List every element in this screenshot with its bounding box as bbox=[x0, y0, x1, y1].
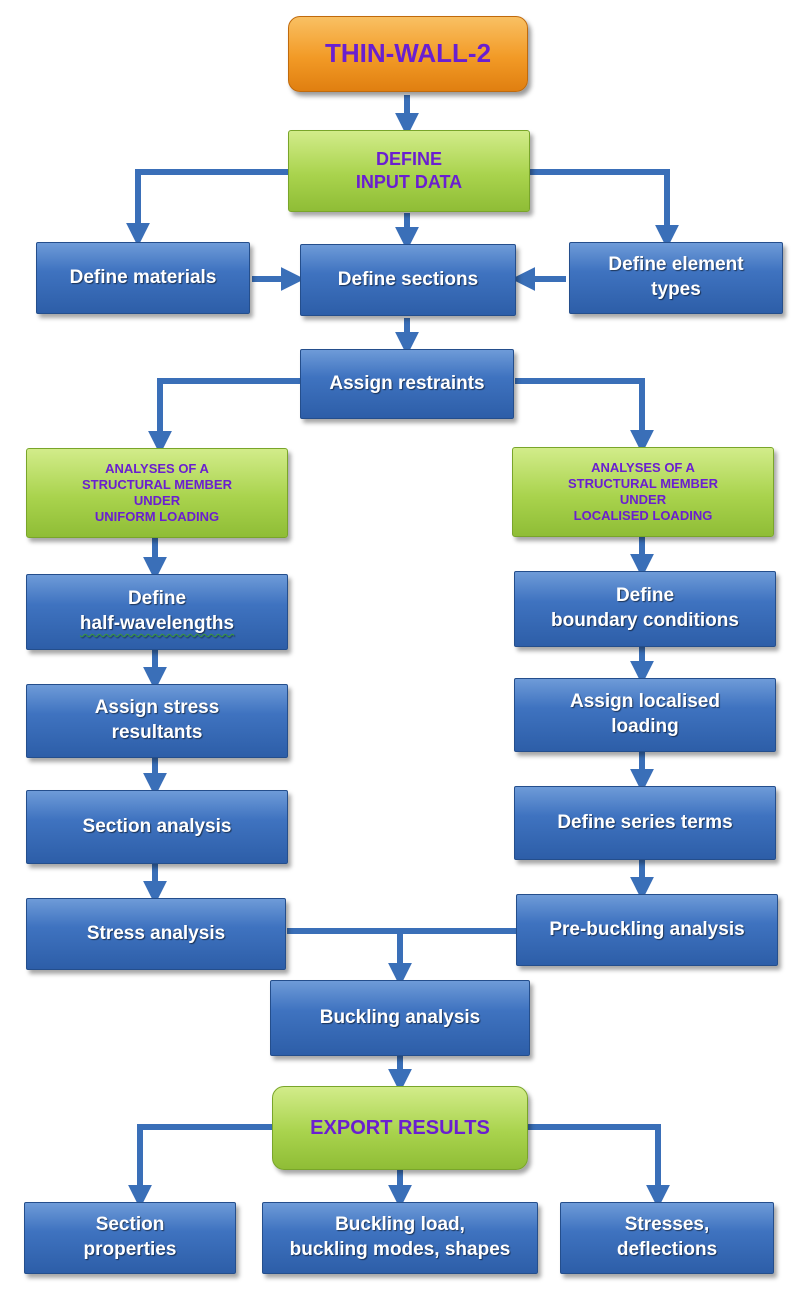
assign-stress-resultants-node: Assign stress resultants bbox=[26, 684, 288, 758]
define-element-types-node: Define element types bbox=[569, 242, 783, 314]
define-materials-node: Define materials bbox=[36, 242, 250, 314]
stress-res-line2: resultants bbox=[111, 722, 203, 743]
assign-localised-loading-node: Assign localised loading bbox=[514, 678, 776, 752]
localised-line1: ANALYSES OF A bbox=[591, 459, 695, 475]
title-node: THIN-WALL-2 bbox=[288, 16, 528, 92]
uniform-line1: ANALYSES OF A bbox=[105, 460, 209, 476]
assign-restraints-node: Assign restraints bbox=[300, 349, 514, 419]
stress-res-line1: Assign stress bbox=[94, 697, 220, 719]
export-label: EXPORT RESULTS bbox=[310, 1117, 490, 1139]
arrow-input-to-materials bbox=[126, 169, 288, 247]
loc-load-line1: Assign localised bbox=[570, 691, 720, 713]
section-properties-node: Section properties bbox=[24, 1202, 236, 1274]
restraints-label: Assign restraints bbox=[329, 372, 485, 394]
prebuckling-label: Pre-buckling analysis bbox=[549, 918, 745, 940]
arrow-restraints-to-localised bbox=[515, 378, 654, 454]
stresses-line2: deflections bbox=[616, 1239, 718, 1260]
define-sections-node: Define sections bbox=[300, 244, 516, 316]
series-terms-label: Define series terms bbox=[557, 811, 733, 833]
buckling-analysis-node: Buckling analysis bbox=[270, 980, 530, 1056]
arrow-export-to-section-props bbox=[128, 1124, 272, 1209]
arrow-export-to-stresses bbox=[528, 1124, 670, 1209]
pre-buckling-analysis-node: Pre-buckling analysis bbox=[516, 894, 778, 966]
uniform-line2: STRUCTURAL MEMBER bbox=[82, 476, 232, 492]
boundary-line1: Define bbox=[615, 585, 675, 607]
input-line2: INPUT DATA bbox=[355, 172, 463, 192]
define-boundary-conditions-node: Define boundary conditions bbox=[514, 571, 776, 647]
localised-line2: STRUCTURAL MEMBER bbox=[568, 475, 718, 491]
buck-load-line2: buckling modes, shapes bbox=[289, 1239, 511, 1260]
localised-line3: UNDER bbox=[619, 492, 667, 507]
stress-analysis-label: Stress analysis bbox=[86, 922, 226, 944]
buckling-label: Buckling analysis bbox=[319, 1006, 481, 1028]
uniform-loading-node: ANALYSES OF A STRUCTURAL MEMBER UNDER UN… bbox=[26, 448, 288, 538]
arrow-restraints-to-uniform bbox=[148, 378, 300, 455]
loc-load-line2: loading bbox=[611, 716, 679, 737]
buckling-load-node: Buckling load, buckling modes, shapes bbox=[262, 1202, 538, 1274]
title-label: THIN-WALL-2 bbox=[324, 38, 492, 69]
uniform-line4: UNIFORM LOADING bbox=[94, 509, 220, 525]
arrow-input-to-element-types bbox=[530, 169, 679, 249]
uniform-line3: UNDER bbox=[133, 493, 181, 508]
sec-props-line2: properties bbox=[83, 1239, 177, 1260]
stress-analysis-node: Stress analysis bbox=[26, 898, 286, 970]
input-line1: DEFINE bbox=[375, 148, 442, 169]
sec-props-line1: Section bbox=[95, 1214, 165, 1236]
element-types-line1: Define element bbox=[608, 254, 744, 276]
export-results-node: EXPORT RESULTS bbox=[272, 1086, 528, 1170]
define-series-terms-node: Define series terms bbox=[514, 786, 776, 860]
element-types-line2: types bbox=[651, 279, 701, 300]
materials-label: Define materials bbox=[69, 266, 217, 288]
define-input-node: DEFINE INPUT DATA bbox=[288, 130, 530, 212]
stresses-line1: Stresses, bbox=[624, 1214, 710, 1236]
localised-loading-node: ANALYSES OF A STRUCTURAL MEMBER UNDER LO… bbox=[512, 447, 774, 537]
half-line2: half-wavelengths bbox=[79, 613, 235, 634]
sections-label: Define sections bbox=[337, 268, 479, 290]
boundary-line2: boundary conditions bbox=[551, 610, 739, 631]
define-half-wavelengths-node: Define half-wavelengths bbox=[26, 574, 288, 650]
half-line1: Define bbox=[127, 588, 187, 610]
section-analysis-label: Section analysis bbox=[82, 815, 232, 837]
section-analysis-node: Section analysis bbox=[26, 790, 288, 864]
stresses-deflections-node: Stresses, deflections bbox=[560, 1202, 774, 1274]
buck-load-line1: Buckling load, bbox=[335, 1214, 465, 1236]
localised-line4: LOCALISED LOADING bbox=[573, 508, 713, 524]
